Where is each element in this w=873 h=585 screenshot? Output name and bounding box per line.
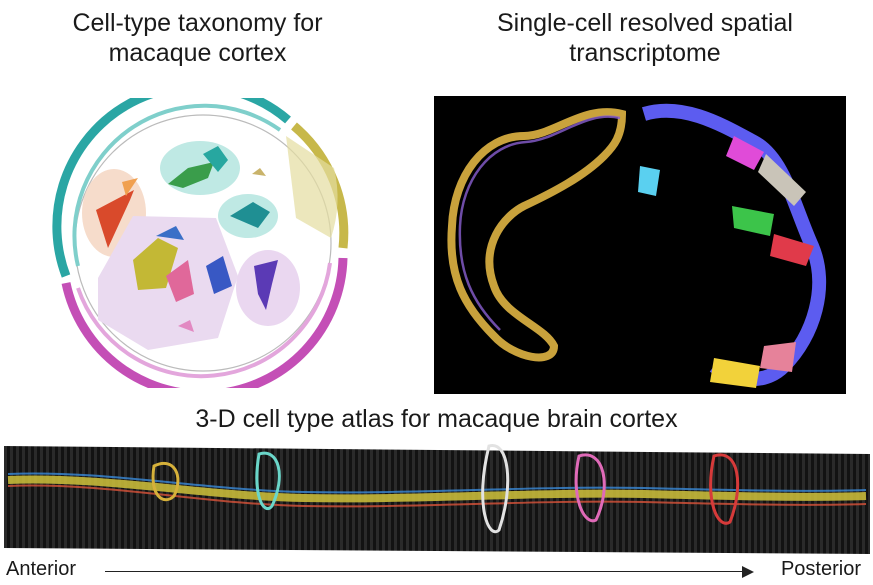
olive-wedge	[286, 136, 338, 238]
cluster-red	[96, 190, 134, 248]
atlas-section-4	[574, 453, 606, 523]
cluster-teal	[230, 202, 270, 228]
cluster-teal-blob	[203, 146, 228, 172]
atlas-3d-stack-image	[4, 444, 870, 554]
cluster-blue-right	[206, 256, 232, 294]
arrow-right-icon	[742, 566, 754, 578]
left-hemisphere-section	[447, 108, 627, 362]
axis-arrow-line	[105, 571, 745, 573]
anterior-posterior-axis: Anterior Posterior	[0, 556, 873, 584]
spatial-title: Single-cell resolved spatial transcripto…	[497, 9, 793, 67]
taxonomy-title: Cell-type taxonomy for macaque cortex	[72, 9, 323, 67]
cluster-orange	[122, 178, 138, 196]
cluster-olive-small	[252, 168, 266, 176]
spatial-transcriptome-image	[434, 96, 846, 394]
posterior-label: Posterior	[780, 558, 861, 580]
cluster-pink-small	[178, 320, 194, 332]
atlas-section-2	[255, 451, 281, 510]
cluster-multicolor-3	[166, 260, 194, 302]
teal-dendrogram-band	[72, 103, 282, 267]
atlas-cortex-band	[7, 475, 867, 503]
ring-segment-teal	[52, 98, 291, 278]
region-yellow	[710, 358, 760, 388]
anterior-label: Anterior	[6, 558, 77, 580]
region-cyan	[638, 166, 660, 196]
cluster-multicolor-2	[156, 226, 184, 240]
atlas-section-3	[481, 444, 510, 534]
region-magenta	[726, 136, 764, 170]
atlas-section-5	[709, 453, 740, 525]
atlas-title: 3-D cell type atlas for macaque brain co…	[195, 405, 678, 433]
cluster-purple	[254, 260, 278, 310]
region-gray	[758, 154, 806, 206]
region-pink	[760, 342, 796, 372]
ring-segment-magenta	[61, 257, 348, 388]
atlas-section-1	[151, 461, 180, 502]
region-green	[732, 206, 774, 236]
taxonomy-circle-diagram	[52, 98, 349, 388]
cluster-bg-lilac	[98, 216, 238, 350]
cluster-green	[168, 162, 214, 188]
region-red	[770, 234, 814, 266]
magenta-dendrogram-band	[76, 262, 332, 379]
